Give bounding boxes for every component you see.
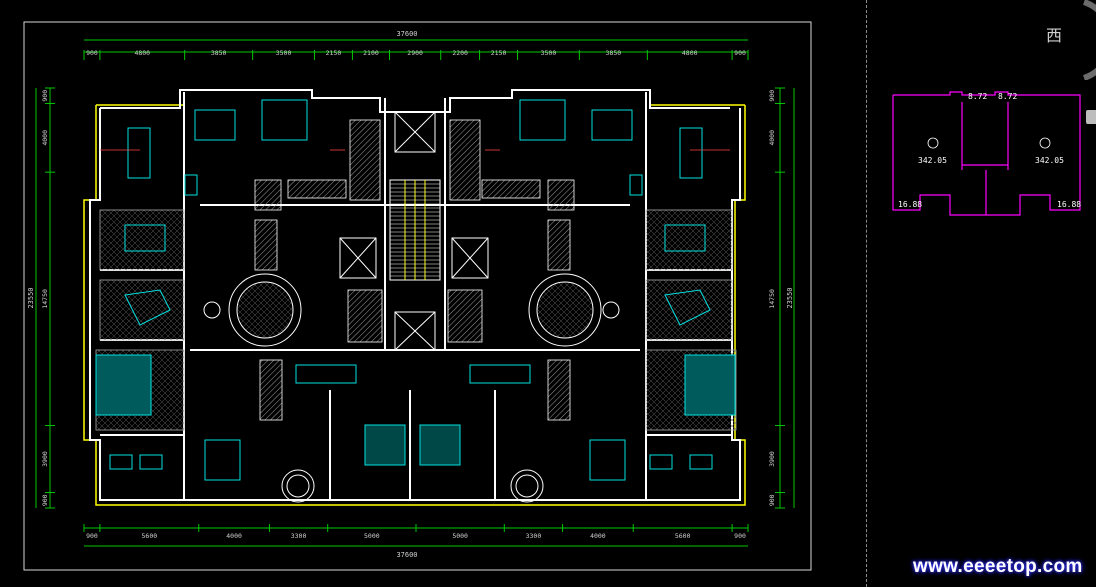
- dimension-label: 4000: [768, 130, 776, 146]
- dimension-label: 2200: [452, 49, 468, 57]
- dimension-label: 4000: [226, 532, 242, 540]
- left-dimension-labels: 900 4000 14750 3900 900: [41, 87, 55, 509]
- key-plan-top-right: 8.72: [998, 92, 1017, 101]
- bottom-total-dimension: 37600: [396, 551, 417, 559]
- dimension-label: 4000: [590, 532, 606, 540]
- dimension-label: 3500: [276, 49, 292, 57]
- dimension-label: 3900: [41, 451, 49, 467]
- dimension-label: 14750: [41, 289, 49, 309]
- dimension-label: 3500: [541, 49, 557, 57]
- dimension-label: 3850: [211, 49, 227, 57]
- dimension-label: 900: [41, 90, 49, 102]
- dimension-label: 900: [41, 494, 49, 506]
- dimension-label: 900: [734, 49, 746, 57]
- round-rooms: [203, 273, 620, 503]
- stair-core: [389, 179, 441, 281]
- dimension-label: 2900: [407, 49, 423, 57]
- watermark: www.eeeetop.com: [913, 556, 1083, 577]
- viewcube-tab[interactable]: [1086, 110, 1096, 124]
- dimension-lines: [35, 39, 795, 547]
- dimension-label: 4000: [41, 130, 49, 146]
- dimension-label: 5600: [142, 532, 158, 540]
- dimension-label: 5600: [675, 532, 691, 540]
- viewport-divider: [866, 0, 868, 587]
- bottom-dimension-labels: 900 5600 4000 3300 5000 5000 3300 4000 5600 900: [83, 524, 749, 540]
- furniture: [95, 99, 736, 481]
- key-plan-area-right: 342.05: [1035, 156, 1064, 165]
- dimension-label: 4800: [682, 49, 698, 57]
- key-plan-markers: [927, 137, 1051, 149]
- dimension-label: 900: [734, 532, 746, 540]
- key-plan-bottom-left: 16.88: [898, 200, 922, 209]
- elevators: [339, 111, 489, 351]
- shaft-blocks: [254, 119, 575, 421]
- dimension-label: 2100: [363, 49, 379, 57]
- dimension-label: 2150: [326, 49, 342, 57]
- key-plan-area-left: 342.05: [918, 156, 947, 165]
- stair-treads: [390, 183, 440, 277]
- key-plan: [892, 91, 1081, 216]
- key-plan-top-left: 8.72: [968, 92, 987, 101]
- floor-patterns: [95, 209, 737, 431]
- top-total-dimension: 37600: [396, 30, 417, 38]
- drawing-frame: [23, 21, 812, 571]
- dimension-label: 4800: [134, 49, 150, 57]
- dimension-label: 3850: [606, 49, 622, 57]
- top-dimension-labels: 900 4800 3850 3500 2150 2100 2900 2200 2150 3500 3…: [83, 49, 749, 60]
- dimension-label: 900: [768, 494, 776, 506]
- left-total-dimension: 23550: [27, 287, 35, 308]
- dimension-label: 14750: [768, 289, 776, 309]
- dimension-label: 3300: [526, 532, 542, 540]
- dimension-label: 3300: [291, 532, 307, 540]
- dimension-label: 2150: [491, 49, 507, 57]
- dimension-label: 5000: [452, 532, 468, 540]
- key-plan-bottom-right: 16.88: [1057, 200, 1081, 209]
- dimension-label: 5000: [364, 532, 380, 540]
- dimension-label: 900: [768, 90, 776, 102]
- dimension-label: 900: [86, 49, 98, 57]
- viewcube-west-label[interactable]: 西: [1046, 26, 1063, 45]
- right-total-dimension: 23550: [786, 287, 794, 308]
- dimension-label: 3900: [768, 451, 776, 467]
- dimension-label: 900: [86, 532, 98, 540]
- right-dimension-labels: 900 4000 14750 3900 900: [768, 87, 785, 509]
